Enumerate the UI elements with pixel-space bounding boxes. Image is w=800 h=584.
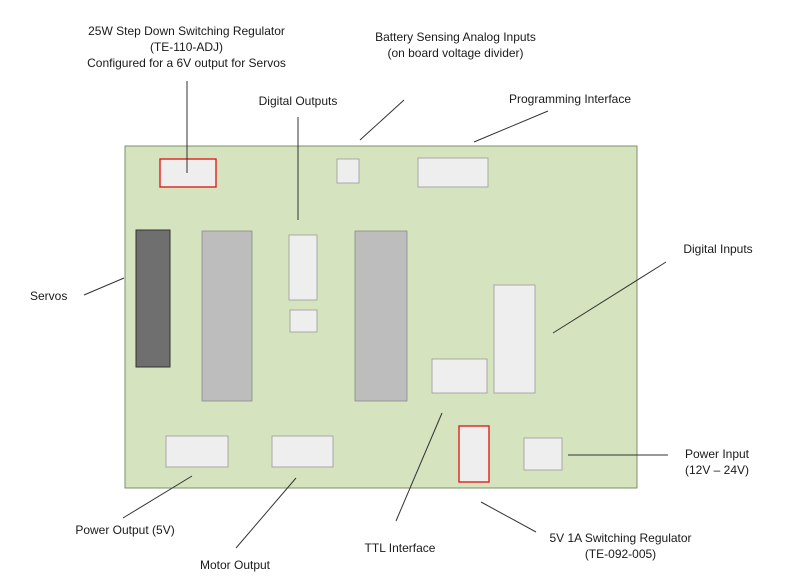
motor-output-connector (271, 435, 334, 468)
programming-header (417, 157, 489, 188)
programming-interface-text: Programming Interface (508, 92, 632, 106)
digital-input-header (493, 284, 536, 394)
label-step-down-regulator: 25W Step Down Switching Regulator (TE-11… (30, 23, 343, 71)
power-output-text: Power Output (5V) (75, 523, 175, 537)
leader-line-power-output (122, 475, 193, 519)
label-digital-outputs: Digital Outputs (238, 93, 358, 109)
power-input-title: Power Input (684, 447, 750, 461)
label-power-output: Power Output (5V) (55, 522, 195, 538)
leader-line-servos (83, 277, 125, 296)
step-down-regulator-title: 25W Step Down Switching Regulator (88, 24, 285, 38)
regulator-5v-module (458, 425, 490, 483)
leader-line-motor-output (235, 477, 297, 549)
label-programming-interface: Programming Interface (495, 91, 645, 107)
ttl-interface-text: TTL Interface (364, 541, 436, 555)
step-down-regulator-module (159, 158, 217, 188)
step-down-regulator-note: Configured for a 6V output for Servos (87, 56, 286, 70)
label-digital-inputs: Digital Inputs (668, 241, 768, 257)
leader-line-programming-interface (473, 110, 549, 143)
ttl-interface-header (431, 358, 488, 394)
leader-line-digital-inputs (552, 261, 667, 334)
ic-chip-right (354, 230, 408, 402)
regulator-5v-part-number: (TE-092-005) (584, 547, 657, 561)
battery-sensing-header (336, 158, 360, 184)
label-ttl-interface: TTL Interface (345, 540, 455, 556)
power-input-range: (12V – 24V) (684, 463, 750, 477)
label-servos: Servos (30, 288, 90, 304)
step-down-regulator-part-number: (TE-110-ADJ) (149, 40, 224, 54)
label-power-input: Power Input (12V – 24V) (672, 446, 762, 478)
regulator-5v-title: 5V 1A Switching Regulator (549, 531, 692, 545)
digital-inputs-text: Digital Inputs (683, 242, 753, 256)
label-5v-regulator: 5V 1A Switching Regulator (TE-092-005) (528, 530, 713, 562)
leader-line-ttl-interface (395, 412, 443, 522)
battery-sensing-title: Battery Sensing Analog Inputs (375, 30, 536, 44)
label-battery-sensing: Battery Sensing Analog Inputs (on board … (343, 29, 568, 61)
leader-line-battery-sensing (359, 99, 405, 141)
leader-line-5v-regulator (480, 501, 537, 533)
ic-chip-left (201, 230, 253, 402)
power-output-connector (165, 435, 229, 468)
digital-outputs-text: Digital Outputs (258, 94, 338, 108)
servo-connector-block (135, 229, 171, 368)
battery-sensing-note: (on board voltage divider) (387, 46, 524, 60)
power-input-connector (523, 437, 563, 471)
digital-output-header (288, 234, 318, 301)
label-motor-output: Motor Output (175, 557, 295, 573)
servos-text: Servos (30, 289, 68, 303)
digital-output-header-small (289, 309, 318, 333)
motor-output-text: Motor Output (199, 558, 271, 572)
